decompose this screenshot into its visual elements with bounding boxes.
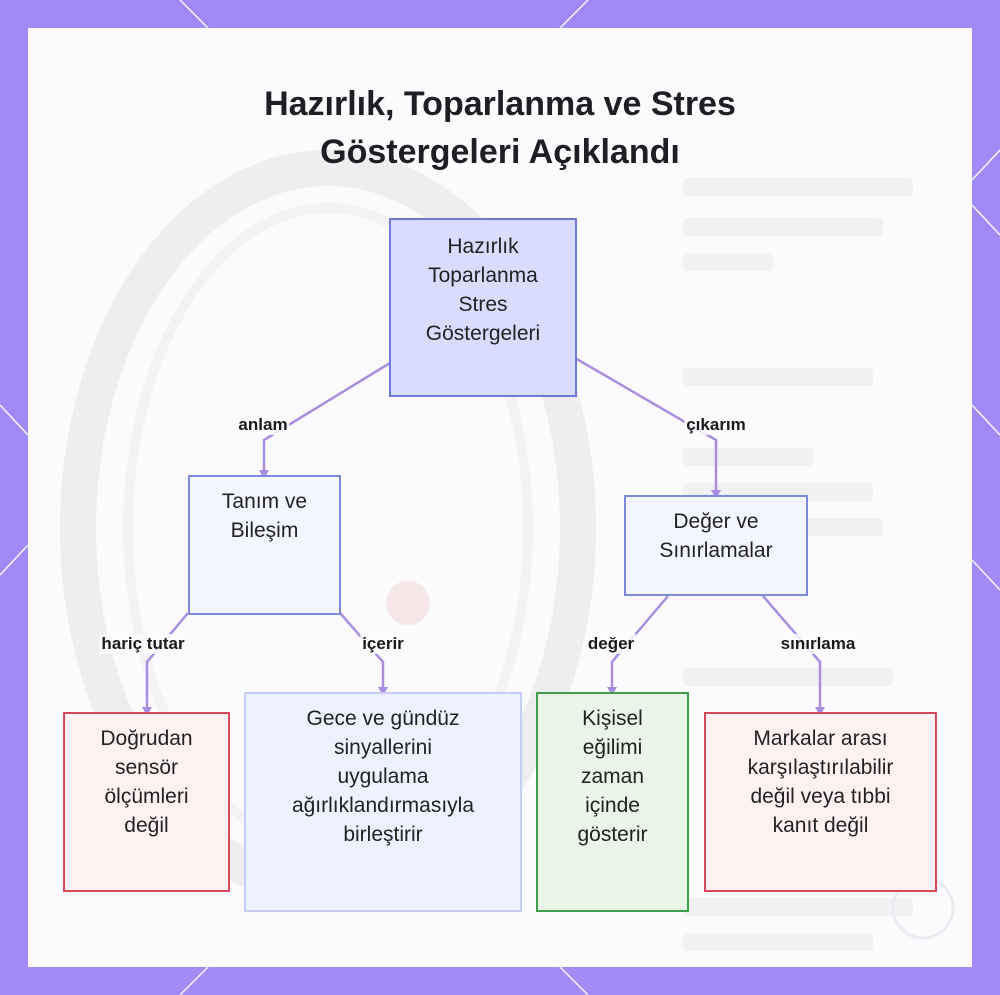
edge-definition-not-direct [145,612,189,712]
node-root-label: Hazırlık Toparlanma Stres Göstergeleri [425,235,541,345]
node-not-direct-label: Doğrudan sensör ölçümleri değil [100,727,193,837]
node-combines: Gece ve gündüz sinyallerini uygulama ağı… [244,692,522,912]
edge-root-definition [262,361,391,475]
edge-label-cikarim: çıkarım [684,415,748,435]
node-value: Değer ve Sınırlamalar [624,495,808,596]
node-personal-trend-label: Kişisel eğilimi zaman içinde gösterir [577,707,648,846]
node-not-comparable-label: Markalar arası karşılaştırılabilir değil… [747,727,894,837]
edge-label-sinirlama: sınırlama [778,634,858,654]
edge-label-icerir: içerir [360,634,406,654]
node-definition: Tanım ve Bileşim [188,475,341,615]
node-not-direct: Doğrudan sensör ölçümleri değil [63,712,230,892]
arrowhead [711,490,721,499]
edge-label-haric: hariç tutar [99,634,187,654]
node-root: Hazırlık Toparlanma Stres Göstergeleri [389,218,577,397]
diagram-title: Hazırlık, Toparlanma ve Stres Göstergele… [264,85,736,171]
node-not-comparable: Markalar arası karşılaştırılabilir değil… [704,712,937,892]
edge-definition-combines [339,612,385,692]
edge-label-deger: değer [585,634,637,654]
arrowhead [815,707,825,716]
arrowhead [378,687,388,696]
node-personal-trend: Kişisel eğilimi zaman içinde gösterir [536,692,689,912]
arrowhead [142,707,152,716]
node-value-label: Değer ve Sınırlamalar [659,510,773,562]
arrowhead [259,470,269,479]
node-definition-label: Tanım ve Bileşim [221,490,308,542]
node-combines-label: Gece ve gündüz sinyallerini uygulama ağı… [291,707,475,846]
edge-label-anlam: anlam [236,415,290,435]
edge-value-limits [762,595,822,712]
arrowhead [607,687,617,696]
edge-root-value [574,356,718,495]
edge-value-personal [610,595,669,692]
